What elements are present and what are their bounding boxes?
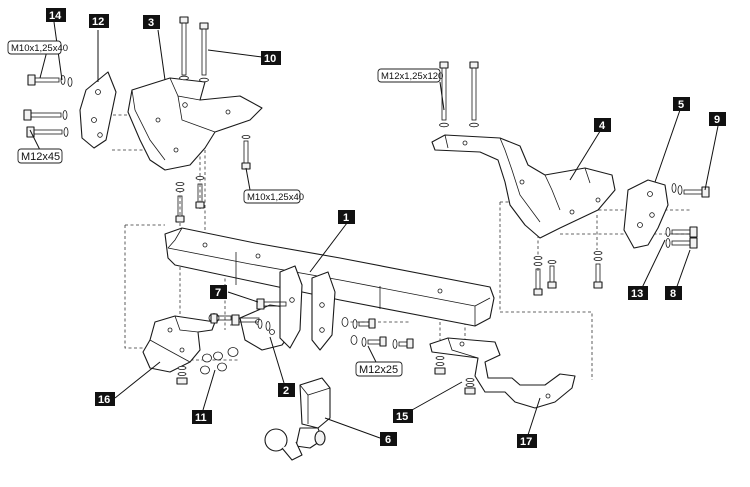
part-label-10: 10 <box>261 51 281 65</box>
part-label-17: 17 <box>517 434 537 448</box>
long-vertical-bolts-left <box>179 16 251 170</box>
part-number-7: 7 <box>215 287 221 299</box>
part-label-16: 16 <box>95 392 115 406</box>
left-vehicle-bracket <box>127 77 263 171</box>
spec-label-m12-center: M12x25 <box>355 361 403 377</box>
spec-label-m10-mid: M10x1,25x40 <box>243 189 304 204</box>
part-number-4: 4 <box>599 120 606 132</box>
right-bracket-fasteners <box>533 250 603 296</box>
part-number-8: 8 <box>670 288 676 300</box>
spec-text-m10-top: M10x1,25x40 <box>11 43 68 54</box>
spec-text-m12-left: M12x45 <box>21 151 60 163</box>
part-number-11: 11 <box>195 412 207 424</box>
lower-left-nuts <box>176 313 239 385</box>
part-label-7: 7 <box>210 285 227 299</box>
part-number-16: 16 <box>98 394 110 406</box>
part-number-14: 14 <box>49 10 62 22</box>
part-label-5: 5 <box>673 97 690 111</box>
part-label-4: 4 <box>594 118 611 132</box>
right-lower-fasteners <box>434 355 476 395</box>
part-number-5: 5 <box>678 99 684 111</box>
part-label-1: 1 <box>338 210 355 224</box>
tow-ball-assembly <box>264 377 331 461</box>
right-lower-bracket <box>429 337 576 409</box>
part-number-12: 12 <box>92 16 104 28</box>
spec-text-m10-mid: M10x1,25x40 <box>247 192 304 203</box>
left-lower-bracket <box>142 315 216 373</box>
part-label-8: 8 <box>665 286 682 300</box>
part-label-3: 3 <box>143 15 160 29</box>
part-label-11: 11 <box>192 410 212 424</box>
part-number-17: 17 <box>520 436 532 448</box>
left-plate-bolts <box>23 74 73 138</box>
part-number-6: 6 <box>385 434 391 446</box>
part-number-9: 9 <box>714 114 720 126</box>
part-number-3: 3 <box>148 17 154 29</box>
part-number-13: 13 <box>631 288 643 300</box>
part-number-15: 15 <box>396 411 408 423</box>
right-vehicle-bracket <box>431 134 616 239</box>
part-number-2: 2 <box>283 385 289 397</box>
central-mount-plates <box>279 265 336 351</box>
part-number-1: 1 <box>343 212 349 224</box>
part-label-2: 2 <box>278 383 295 397</box>
left-side-plate <box>79 71 117 149</box>
part-label-13: 13 <box>628 286 648 300</box>
spec-text-m12-long: M12x1,25x120 <box>381 71 443 82</box>
part-label-12: 12 <box>89 14 109 28</box>
right-side-plate <box>623 179 669 249</box>
leader-lines <box>29 21 719 439</box>
part-number-10: 10 <box>264 53 276 65</box>
left-bracket-fasteners <box>175 175 205 223</box>
spec-label-m12-left: M12x45 <box>17 148 63 164</box>
part-label-14: 14 <box>46 8 66 22</box>
central-bolts <box>210 298 287 331</box>
spec-label-m10-top: M10x1,25x40 <box>7 40 68 55</box>
long-vertical-bolts-right <box>439 61 479 128</box>
spec-text-m12-center: M12x25 <box>359 364 398 376</box>
part-label-6: 6 <box>380 432 397 446</box>
right-plate-bolts <box>665 183 710 249</box>
part-label-15: 15 <box>393 409 413 423</box>
center-m12-fasteners <box>341 317 414 349</box>
spec-label-m12-long: M12x1,25x120 <box>377 68 443 83</box>
part-label-9: 9 <box>709 112 726 126</box>
